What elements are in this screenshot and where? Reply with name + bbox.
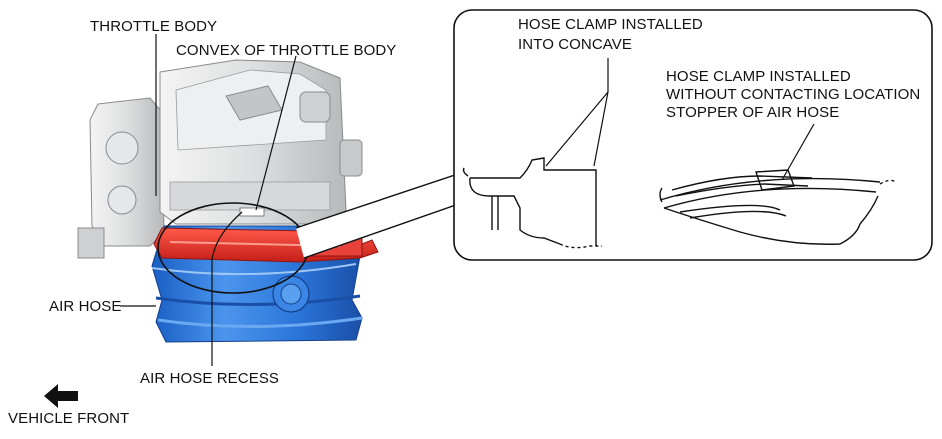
label-clamp-without-contact-line2: WITHOUT CONTACTING LOCATION (666, 86, 921, 103)
label-throttle-body: THROTTLE BODY (90, 18, 218, 35)
label-clamp-into-concave-line1: HOSE CLAMP INSTALLED (518, 16, 703, 33)
label-air-hose-recess: AIR HOSE RECESS (140, 370, 280, 387)
concave-detail (462, 157, 602, 249)
label-air-hose: AIR HOSE (49, 298, 122, 315)
throttle-body-illustration (77, 59, 363, 259)
detail-callout-box (453, 9, 933, 261)
leader-lines (120, 34, 297, 366)
label-clamp-without-contact-line3: STOPPER OF AIR HOSE (666, 104, 840, 121)
label-convex-of-throttle-body: CONVEX OF THROTTLE BODY (176, 42, 397, 59)
label-vehicle-front: VEHICLE FRONT (8, 410, 130, 427)
vehicle-front-arrow-icon (44, 384, 78, 408)
label-clamp-into-concave-line2: INTO CONCAVE (518, 36, 632, 53)
stopper-detail (659, 169, 897, 245)
label-clamp-without-contact-line1: HOSE CLAMP INSTALLED (666, 68, 851, 85)
